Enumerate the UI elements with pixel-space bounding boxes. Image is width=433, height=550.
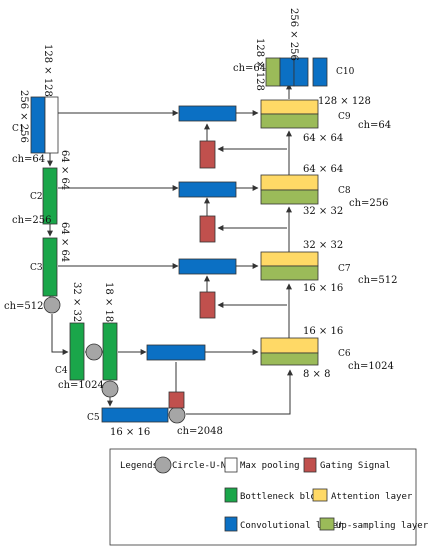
legend-bottleneck-label: Bottleneck block [240,492,327,502]
c10-conv-block-a [279,57,295,87]
c10-conv-block-c [312,57,328,87]
c1-maxpool-block [44,96,59,154]
c7-upsampling-layer [260,265,319,281]
encoder-c4: C4 32 × 32 18 × 18 ch=1024 [55,282,119,398]
gating-signal-1 [199,140,216,169]
c4-dim-a: 32 × 32 [71,282,82,322]
c10-label: C10 [336,67,355,77]
c1-conv-block [30,96,46,154]
legend-gating-label: Gating Signal [320,461,390,471]
c7-label: C7 [338,264,351,274]
c9-attention-layer [260,99,319,115]
c3-circle-u-net [43,296,61,314]
c4-bottleneck-block-a [69,322,85,381]
c8-dim-top: 64 × 64 [303,164,343,175]
c5-channels: ch=2048 [177,426,223,437]
c9-dim-top: 128 × 128 [318,96,371,107]
c10-channels: ch=64 [233,63,266,74]
c1-label: C1 [12,124,25,134]
c3-bottleneck-block [42,237,58,297]
legend-gating-icon [303,457,317,473]
c1-dim-top: 128 × 128 [42,44,53,97]
c8-attention-layer [260,174,319,191]
c3-dim: 64 × 64 [59,222,70,262]
gating-signals [168,140,216,409]
c1-channels: ch=64 [12,154,45,165]
c10-upsampling-layer [265,57,281,87]
c6-channels: ch=1024 [348,361,394,372]
c6-dim-top: 16 × 16 [303,326,343,337]
c6-upsampling-layer [260,352,319,366]
decoder-c6: 16 × 16 8 × 8 C6 ch=1024 [260,326,394,380]
c3-channels: ch=512 [4,301,44,312]
legend-conv-icon [224,516,238,532]
decoder-c10: C10 256 × 256 128 × 128 ch=64 [233,8,355,91]
legend-circle-label: Circle-U-Net [172,461,237,471]
legend-title: Legends: [120,461,163,471]
c6-attention-layer [260,337,319,354]
c10-dim-left: 128 × 128 [254,38,265,91]
encoder-c2: C2 64 × 64 ch=256 [12,150,70,226]
encoder-c3: C3 64 × 64 ch=512 [4,222,70,314]
c10-dim-top: 256 × 256 [288,8,299,61]
c4-dim-b: 18 × 18 [103,282,114,322]
c8-upsampling-layer [260,189,319,205]
connection-lines [47,83,293,415]
attention-gates [146,105,237,361]
attention-gate-conv-4 [146,344,206,361]
legend: Legends: Circle-U-Net Max pooling Gating… [109,448,429,546]
c2-bottleneck-block [42,167,58,225]
encoder-c1: C1 256 × 256 128 × 128 ch=64 [12,44,59,165]
c1-dim-left: 256 × 256 [18,90,29,143]
c7-dim-bottom: 16 × 16 [303,283,343,294]
c6-dim-bottom: 8 × 8 [303,369,330,380]
c5-circle-u-net [168,406,186,424]
decoder-c8: 64 × 64 32 × 32 C8 ch=256 [260,164,389,217]
legend-maxpool-label: Max pooling [240,461,300,471]
gating-signal-4 [168,391,185,409]
c2-label: C2 [30,192,43,202]
legend-attention-label: Attention layer [331,492,413,502]
attention-gate-conv-2 [178,181,237,198]
legend-bottleneck-icon [224,487,238,503]
legend-maxpool-icon [224,457,238,473]
attention-gate-conv-3 [178,258,237,275]
c5-conv-block [101,407,169,423]
gating-signal-3 [199,291,216,319]
c2-dim: 64 × 64 [59,150,70,190]
c8-label: C8 [338,186,351,196]
legend-upsampling-icon [319,517,335,531]
c4-label: C4 [55,366,68,376]
legend-attention-icon [312,488,328,502]
c7-channels: ch=512 [358,275,398,286]
c7-attention-layer [260,251,319,267]
decoder-c9: 128 × 128 64 × 64 C9 ch=64 [260,96,391,144]
c9-dim-bottom: 64 × 64 [303,133,343,144]
c4-circle-u-net-a [85,343,103,361]
c8-channels: ch=256 [349,198,389,209]
c8-dim-bottom: 32 × 32 [303,206,343,217]
legend-upsampling-label: Up-sampling layer [336,521,429,531]
attention-gate-conv-1 [178,105,237,122]
c6-label: C6 [338,349,351,359]
c10-conv-block-b [293,57,309,87]
c5-dim: 16 × 16 [110,427,150,438]
c9-channels: ch=64 [358,120,391,131]
decoder-c7: 32 × 32 16 × 16 C7 ch=512 [260,240,398,294]
c2-channels: ch=256 [12,215,52,226]
encoder-c5: C5 16 × 16 ch=2048 [87,406,223,438]
legend-circle-icon [154,456,172,474]
legend-conv-label: Convolutional layer [240,521,344,531]
c4-circle-u-net-b [101,380,119,398]
c5-label: C5 [87,413,100,423]
gating-signal-2 [199,215,216,243]
c9-label: C9 [338,112,351,122]
c7-dim-top: 32 × 32 [303,240,343,251]
c9-upsampling-layer [260,113,319,129]
c4-channels: ch=1024 [58,380,104,391]
c4-bottleneck-block-b [102,322,118,381]
c3-label: C3 [30,263,43,273]
